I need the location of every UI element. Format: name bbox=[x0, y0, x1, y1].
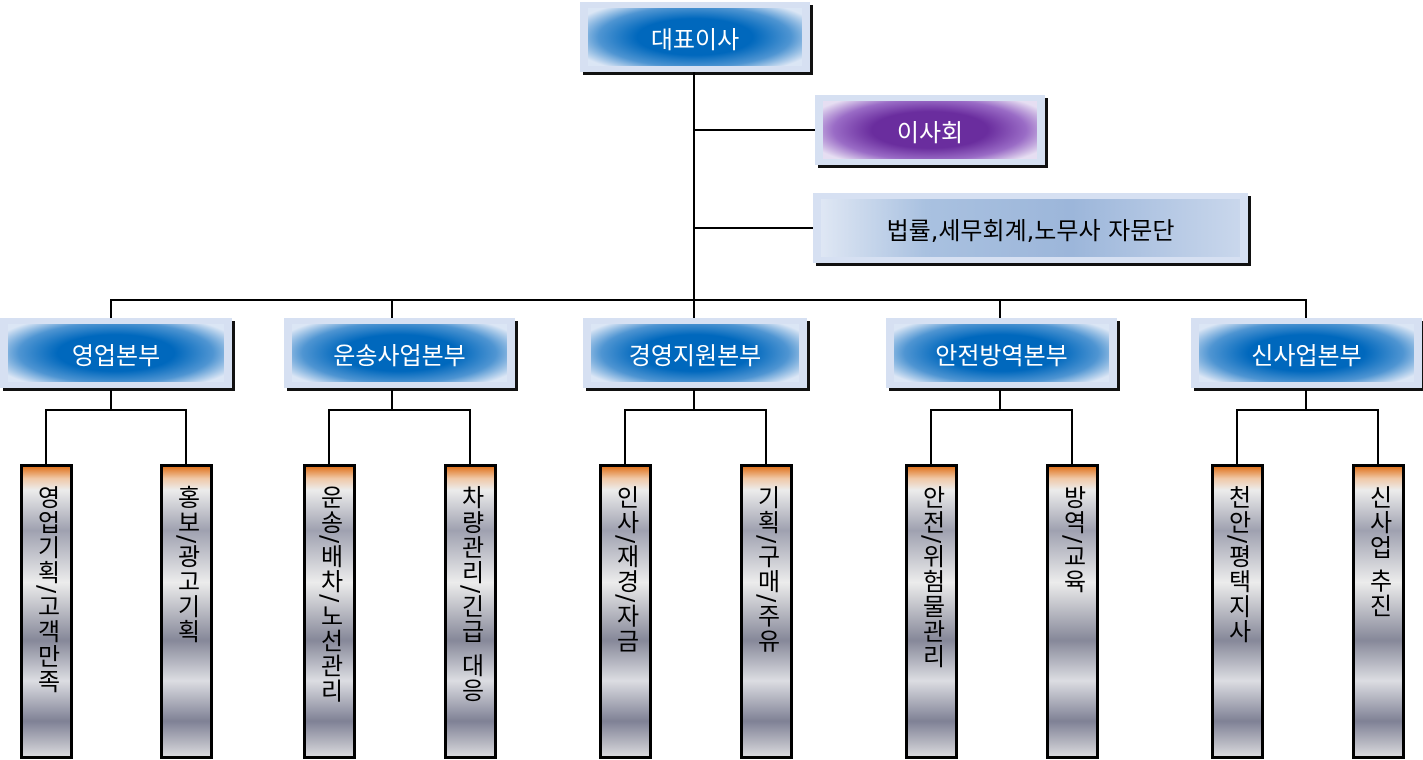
connector-line bbox=[693, 300, 695, 318]
team-box: 기획/구매/주유 bbox=[740, 464, 793, 759]
team-label: 기획/구매/주유 bbox=[752, 485, 781, 654]
team-box: 방역/교육 bbox=[1046, 464, 1099, 759]
team-label: 천안/평택지사 bbox=[1223, 485, 1252, 645]
connector-line bbox=[694, 129, 815, 131]
ceo-box: 대표이사 bbox=[580, 2, 810, 72]
division-box: 안전방역본부 bbox=[886, 318, 1117, 388]
connector-line bbox=[391, 300, 393, 318]
connector-line bbox=[999, 390, 1001, 411]
connector-line bbox=[45, 410, 47, 465]
division-box: 경영지원본부 bbox=[583, 318, 807, 388]
advisory-label: 법률,세무회계,노무사 자문단 bbox=[886, 216, 1175, 245]
board-box: 이사회 bbox=[815, 95, 1045, 165]
connector-line bbox=[110, 390, 112, 411]
team-label: 인사/재경/자금 bbox=[611, 485, 640, 654]
connector-line bbox=[391, 390, 393, 411]
division-label: 신사업본부 bbox=[1251, 341, 1362, 370]
connector-line bbox=[930, 409, 1073, 411]
team-label: 영업기획/고객만족 bbox=[32, 485, 61, 695]
connector-line bbox=[693, 72, 695, 301]
team-label: 안전/위험물관리 bbox=[917, 485, 946, 670]
division-label: 영업본부 bbox=[71, 341, 161, 370]
connector-line bbox=[999, 300, 1001, 318]
connector-line bbox=[624, 409, 767, 411]
connector-line bbox=[694, 227, 813, 229]
connector-line bbox=[469, 410, 471, 465]
connector-line bbox=[1305, 300, 1307, 318]
division-label: 경영지원본부 bbox=[628, 341, 762, 370]
team-box: 차량관리/긴급 대응 bbox=[444, 464, 497, 759]
board-label: 이사회 bbox=[896, 118, 964, 147]
division-box: 운송사업본부 bbox=[284, 318, 515, 388]
connector-line bbox=[1305, 390, 1307, 411]
team-label: 신사업 추진 bbox=[1364, 485, 1393, 619]
connector-line bbox=[110, 300, 112, 318]
connector-line bbox=[1236, 410, 1238, 465]
connector-line bbox=[624, 410, 626, 465]
connector-line bbox=[328, 409, 471, 411]
advisory-box: 법률,세무회계,노무사 자문단 bbox=[813, 193, 1248, 263]
team-box: 천안/평택지사 bbox=[1211, 464, 1264, 759]
connector-line bbox=[110, 299, 1307, 301]
connector-line bbox=[930, 410, 932, 465]
connector-line bbox=[45, 409, 187, 411]
team-box: 인사/재경/자금 bbox=[599, 464, 652, 759]
connector-line bbox=[185, 410, 187, 465]
connector-line bbox=[1377, 410, 1379, 465]
team-label: 방역/교육 bbox=[1058, 485, 1087, 595]
team-label: 차량관리/긴급 대응 bbox=[456, 485, 485, 703]
team-box: 안전/위험물관리 bbox=[905, 464, 958, 759]
connector-line bbox=[1071, 410, 1073, 465]
team-box: 홍보/광고기획 bbox=[160, 464, 213, 759]
team-label: 운송/배차/노선관리 bbox=[315, 485, 344, 704]
connector-line bbox=[328, 410, 330, 465]
division-box: 영업본부 bbox=[0, 318, 232, 388]
team-box: 영업기획/고객만족 bbox=[20, 464, 73, 759]
division-box: 신사업본부 bbox=[1191, 318, 1422, 388]
division-label: 운송사업본부 bbox=[333, 341, 466, 370]
connector-line bbox=[1236, 409, 1379, 411]
ceo-label: 대표이사 bbox=[650, 25, 740, 54]
connector-line bbox=[765, 410, 767, 465]
team-label: 홍보/광고기획 bbox=[172, 485, 201, 645]
team-box: 신사업 추진 bbox=[1352, 464, 1405, 759]
team-box: 운송/배차/노선관리 bbox=[303, 464, 356, 759]
division-label: 안전방역본부 bbox=[935, 341, 1068, 370]
connector-line bbox=[693, 390, 695, 411]
